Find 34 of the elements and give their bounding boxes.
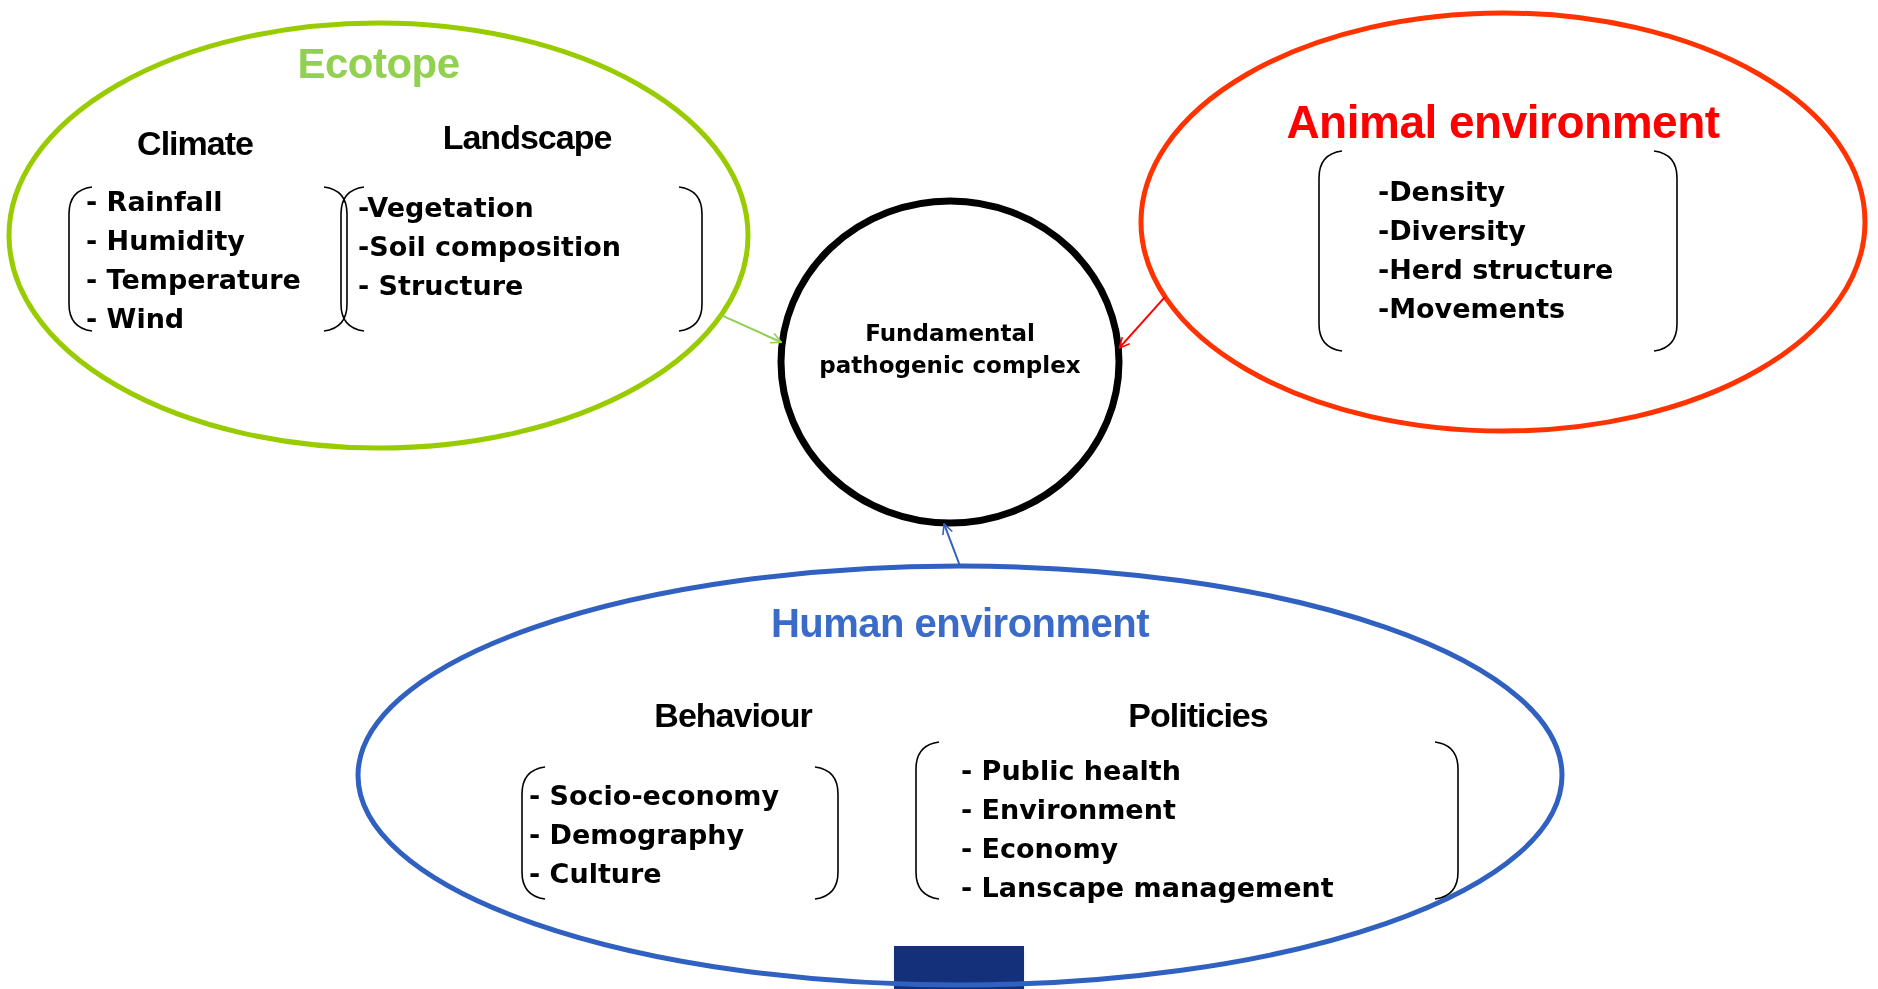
group-heading: Behaviour: [654, 695, 812, 736]
list-item: - Temperature: [86, 263, 301, 297]
bracket-list: [1318, 150, 1680, 354]
list-item: - Public health: [961, 754, 1182, 788]
ellipse-region: [6, 20, 751, 451]
group-heading: Politicies: [1128, 695, 1268, 736]
list-item: -Soil composition: [358, 230, 621, 264]
region-title: Ecotope: [297, 39, 460, 89]
node-label: Fundamental pathogenic complex: [818, 319, 1082, 380]
arrow: [1118, 295, 1167, 349]
list-item: -Movements: [1378, 292, 1567, 326]
region-title: Animal environment: [1286, 95, 1720, 150]
list-item: - Economy: [961, 832, 1120, 866]
list-item: - Lanscape management: [961, 871, 1334, 905]
group-heading: Climate: [137, 123, 253, 164]
list-item: - Socio-economy: [529, 779, 779, 813]
circle-node: [777, 197, 1123, 527]
list-item: - Culture: [529, 857, 663, 891]
list-item: - Humidity: [86, 224, 246, 258]
list-item: - Rainfall: [86, 185, 224, 219]
group-heading: Landscape: [442, 117, 612, 158]
arrow: [942, 522, 961, 567]
list-item: -Herd structure: [1378, 253, 1614, 287]
list-item: -Vegetation: [358, 191, 535, 225]
arrow: [720, 314, 783, 344]
list-item: - Demography: [529, 818, 746, 852]
list-item: - Environment: [961, 793, 1177, 827]
list-item: -Density: [1378, 175, 1506, 209]
list-item: - Wind: [86, 302, 186, 336]
ellipse-region: [355, 563, 1565, 988]
region-title: Human environment: [770, 600, 1150, 647]
ellipse-region: [1138, 10, 1868, 434]
list-item: -Diversity: [1378, 214, 1527, 248]
list-item: - Structure: [358, 269, 525, 303]
